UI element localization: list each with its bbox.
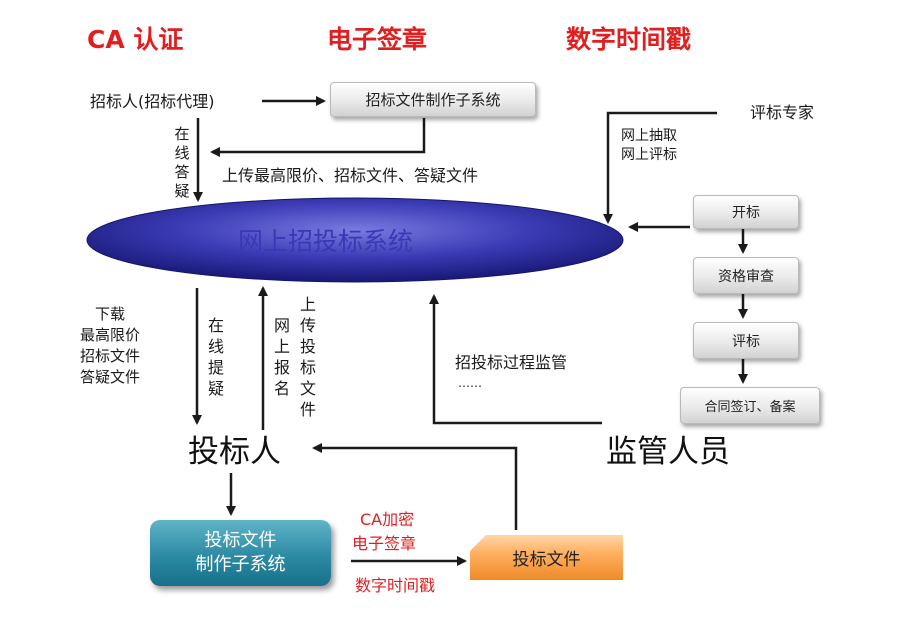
upload-docs-char: 件: [299, 400, 316, 419]
upload-docs-char: 文: [299, 379, 316, 398]
arrow-bid-doc-to-bidder: [312, 443, 518, 530]
online-register-char: 上: [273, 337, 290, 356]
open-bid-box: 开标: [693, 195, 799, 229]
upload-docs-char: 投: [299, 337, 316, 356]
central-system-label: 网上招投标系统: [238, 227, 414, 256]
online-answer-label: 在 线 答 疑: [172, 125, 192, 201]
download-line: 招标文件: [79, 347, 140, 365]
tenderer-label: 招标人(招标代理): [90, 92, 215, 111]
bidder-label: 投标人: [188, 434, 281, 470]
header-esign: 电子签章: [327, 25, 428, 54]
upload-docs-char: 传: [299, 316, 316, 335]
online-register-char: 报: [273, 358, 290, 377]
online-eval-label: 网上评标: [621, 147, 677, 163]
bid-doc-system-line: 投标文件: [204, 530, 277, 551]
online-answer-char: 疑: [174, 182, 190, 200]
online-extract-label: 网上抽取: [621, 128, 677, 144]
upload-files-label: 上传最高限价、招标文件、答疑文件: [222, 166, 479, 185]
central-system-ellipse: [86, 197, 624, 283]
download-line: 最高限价: [79, 326, 140, 344]
tender-doc-system-label: 招标文件制作子系统: [365, 91, 501, 109]
online-question-char: 在: [207, 316, 224, 335]
arrow-supervisor-to-system: [429, 294, 602, 425]
expert-label: 评标专家: [750, 103, 815, 122]
header-timestamp: 数字时间戳: [566, 25, 692, 54]
bid-doc-system-box: 投标文件 制作子系统: [150, 520, 331, 586]
contract-box: 合同签订、备案: [680, 387, 820, 424]
upload-docs-char: 标: [299, 358, 316, 377]
arrow-tender-system-to-upload: [210, 118, 426, 157]
download-line: 答疑文件: [79, 368, 140, 386]
online-register-label: 网 上 报 名: [272, 315, 292, 399]
bid-doc-label: 投标文件: [512, 550, 581, 570]
download-label: 下载 最高限价 招标文件 答疑文件: [65, 304, 155, 388]
online-answer-char: 线: [174, 144, 190, 162]
ca-encrypt-label: CA加密: [360, 510, 415, 529]
online-question-char: 疑: [207, 379, 224, 398]
bid-doc-box: 投标文件: [470, 535, 623, 580]
download-line: 下载: [94, 305, 125, 323]
upload-docs-char: 上: [299, 295, 316, 314]
online-extract-eval-label: 网上抽取 网上评标: [621, 127, 677, 165]
evaluation-box: 评标: [693, 322, 799, 359]
supervisor-label: 监管人员: [606, 434, 730, 470]
online-answer-char: 答: [174, 163, 190, 181]
timestamp-bottom-label: 数字时间戳: [355, 576, 436, 595]
qualification-box: 资格审查: [693, 257, 799, 294]
esign-bottom-label: 电子签章: [352, 534, 417, 553]
online-question-char: 提: [207, 358, 224, 377]
qualification-label: 资格审查: [718, 268, 774, 285]
online-answer-char: 在: [174, 125, 190, 143]
header-ca-auth: CA 认证: [87, 25, 184, 54]
tender-doc-system-box: 招标文件制作子系统: [330, 82, 536, 117]
online-question-label: 在 线 提 疑: [206, 315, 226, 399]
arrow-expert-to-system: [603, 111, 717, 224]
online-register-char: 网: [273, 316, 290, 335]
upload-docs-label: 上 传 投 标 文 件: [298, 294, 318, 420]
online-question-char: 线: [207, 337, 224, 356]
evaluation-label: 评标: [732, 333, 760, 350]
online-register-char: 名: [273, 379, 290, 398]
supervision-label: 招投标过程监管: [455, 353, 568, 372]
ellipsis-label: ……: [458, 376, 482, 390]
bid-doc-system-line: 制作子系统: [195, 554, 286, 575]
contract-label: 合同签订、备案: [704, 400, 796, 415]
open-bid-label: 开标: [732, 205, 760, 221]
